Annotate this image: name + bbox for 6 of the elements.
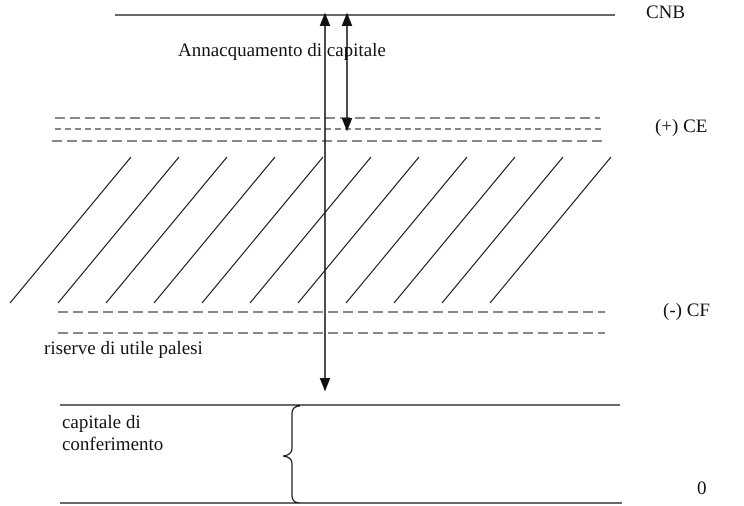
level-label: (+) CE (655, 116, 708, 138)
region-label: riserve di utile palesi (44, 338, 203, 360)
level-label: CNB (646, 2, 686, 24)
level-label: (-) CF (663, 300, 710, 322)
region-label: capitale di conferimento (62, 412, 164, 456)
level-label: 0 (697, 478, 706, 500)
